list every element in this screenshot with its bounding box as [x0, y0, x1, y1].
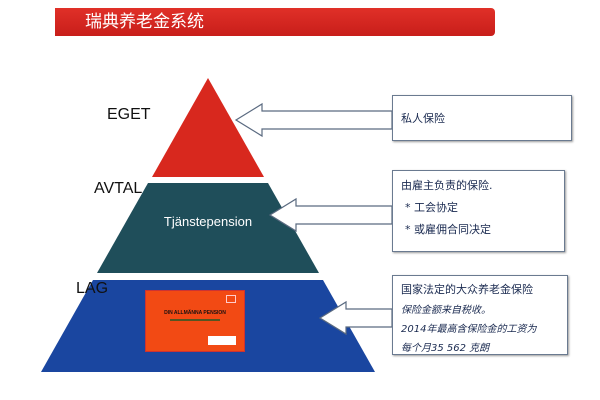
box-text: 保险金额来自税收。	[401, 305, 491, 316]
box-text: * 工会协定	[405, 201, 458, 214]
level-label-eget: EGET	[107, 106, 151, 123]
pyramid-avtal	[97, 183, 319, 273]
envelope-title: DIN ALLMÄNNA PENSION	[164, 310, 226, 316]
box-text: 2014年最高含保险金的工资为	[401, 324, 537, 335]
arrow-left-icon	[234, 102, 393, 138]
box-text: 由雇主负责的保险.	[401, 179, 493, 192]
arrow-left-icon	[268, 197, 393, 233]
level-label-lag: LAG	[76, 280, 109, 297]
pension-envelope-image: DIN ALLMÄNNA PENSION	[145, 290, 245, 352]
level-label-avtal: AVTAL	[94, 180, 143, 197]
box-text: 私人保险	[401, 112, 445, 125]
page-title: 瑞典养老金系统	[55, 8, 495, 36]
info-box-eget: 私人保险	[392, 95, 572, 141]
tjanstepension-label: Tjänstepension	[163, 214, 253, 229]
box-text: * 或雇佣合同决定	[405, 223, 491, 236]
info-box-lag: 国家法定的大众养老金保险 保险金额来自税收。 2014年最高含保险金的工资为 每…	[392, 275, 568, 355]
info-box-avtal: 由雇主负责的保险. * 工会协定 * 或雇佣合同决定	[392, 170, 565, 252]
pyramid-eget	[152, 78, 264, 177]
box-text: 国家法定的大众养老金保险	[401, 283, 533, 296]
box-text: 每个月35 562 克朗	[401, 343, 490, 354]
